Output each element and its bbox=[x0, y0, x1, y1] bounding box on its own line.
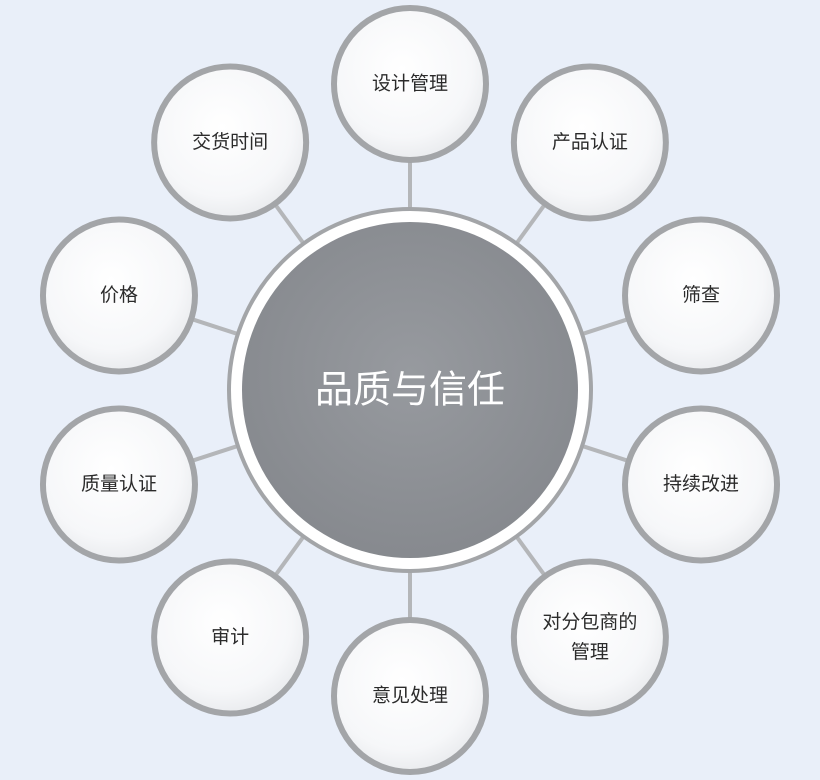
node-label-delivery-time: 交货时间 bbox=[192, 131, 268, 153]
center-hub-circle bbox=[242, 222, 578, 558]
node-label-product-certification: 产品认证 bbox=[552, 131, 628, 153]
node-delivery-time: 交货时间 bbox=[151, 63, 310, 222]
connector-price bbox=[190, 317, 239, 336]
connector-product-certification bbox=[514, 202, 547, 245]
node-label-subcontractor-management: 对分包商的 bbox=[542, 611, 637, 633]
node-circle-screening bbox=[622, 216, 781, 375]
node-quality-certification: 质量认证 bbox=[39, 405, 198, 564]
node-label-price: 价格 bbox=[100, 284, 138, 306]
node-design-management: 设计管理 bbox=[331, 5, 489, 163]
node-audit: 审计 bbox=[151, 558, 310, 717]
connector-screening bbox=[581, 317, 630, 336]
node-circle-design-management bbox=[331, 5, 489, 163]
node-continuous-improvement: 持续改进 bbox=[622, 405, 781, 564]
node-label-screening: 筛查 bbox=[682, 284, 720, 306]
node-label-continuous-improvement: 持续改进 bbox=[663, 473, 739, 495]
node-screening: 筛查 bbox=[622, 216, 781, 375]
center-hub-label: 品质与信任 bbox=[315, 368, 505, 412]
connector-delivery-time bbox=[273, 202, 306, 245]
node-feedback-handling: 意见处理 bbox=[331, 617, 489, 775]
node-label-audit: 审计 bbox=[211, 626, 249, 648]
node-label-quality-certification: 质量认证 bbox=[81, 473, 157, 495]
node-circle-quality-certification bbox=[39, 405, 198, 564]
node-label-design-management: 设计管理 bbox=[372, 73, 448, 95]
center-hub: 品质与信任 bbox=[227, 207, 593, 573]
connector-subcontractor-management bbox=[514, 535, 547, 578]
node-label-subcontractor-management: 管理 bbox=[571, 641, 609, 663]
node-circle-feedback-handling bbox=[331, 617, 489, 775]
connector-continuous-improvement bbox=[581, 444, 630, 463]
node-circle-subcontractor-management bbox=[510, 558, 669, 717]
node-circle-price bbox=[39, 216, 198, 375]
connector-audit bbox=[273, 535, 306, 578]
connector-quality-certification bbox=[190, 444, 239, 463]
node-price: 价格 bbox=[39, 216, 198, 375]
node-circle-delivery-time bbox=[151, 63, 310, 222]
node-circle-product-certification bbox=[510, 63, 669, 222]
node-product-certification: 产品认证 bbox=[510, 63, 669, 222]
node-circle-continuous-improvement bbox=[622, 405, 781, 564]
connector-lines bbox=[190, 160, 630, 620]
node-label-feedback-handling: 意见处理 bbox=[372, 685, 448, 707]
node-circle-audit bbox=[151, 558, 310, 717]
